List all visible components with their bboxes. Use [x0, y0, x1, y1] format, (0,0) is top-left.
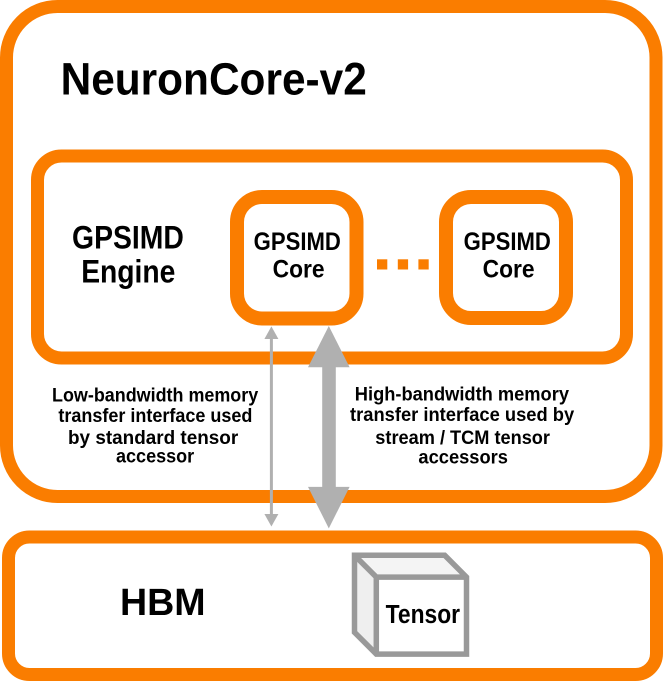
svg-text:GPSIMD: GPSIMD — [72, 220, 184, 256]
svg-text:HBM: HBM — [120, 582, 206, 624]
svg-text:Low-bandwidth memory: Low-bandwidth memory — [52, 386, 259, 407]
svg-text:stream / TCM tensor: stream / TCM tensor — [375, 428, 550, 449]
svg-text:accessors: accessors — [418, 448, 508, 469]
svg-text:GPSIMD: GPSIMD — [464, 229, 551, 256]
svg-text:Core: Core — [273, 257, 325, 284]
svg-text:Engine: Engine — [81, 254, 175, 290]
svg-text:transfer interface used by: transfer interface used by — [350, 405, 574, 426]
svg-text:Tensor: Tensor — [386, 601, 460, 629]
svg-text:NeuronCore-v2: NeuronCore-v2 — [61, 54, 367, 105]
svg-text:Core: Core — [483, 257, 535, 284]
svg-text:transfer interface used: transfer interface used — [58, 406, 252, 427]
svg-text:accessor: accessor — [116, 446, 195, 467]
svg-text:by standard tensor: by standard tensor — [68, 428, 239, 449]
svg-text:High-bandwidth memory: High-bandwidth memory — [355, 384, 570, 405]
svg-text:GPSIMD: GPSIMD — [254, 229, 341, 256]
